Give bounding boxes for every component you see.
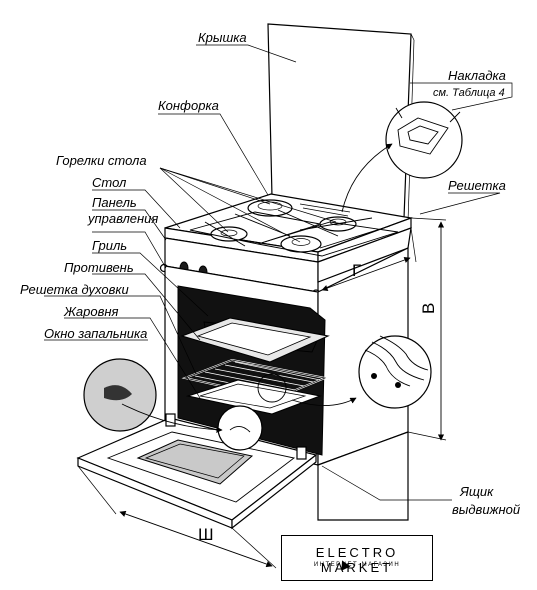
igniter-detail-circle <box>83 358 157 432</box>
overlay-arrow <box>341 143 393 213</box>
leader-lines <box>44 44 513 501</box>
label-burner: Конфорка <box>158 98 219 113</box>
depth-dimension: Г <box>321 227 417 292</box>
label-igniter-window: Окно запальника <box>44 326 147 341</box>
burner-grates <box>189 199 399 257</box>
label-table-burners: Горелки стола <box>56 153 147 168</box>
drawer <box>317 431 409 521</box>
label-overlay-line2: см. Таблица 4 <box>433 87 505 99</box>
logo-tagline: ИНТЕРНЕТ-МАГАЗИН <box>313 562 401 568</box>
igniter-mark <box>229 426 251 433</box>
label-grill: Гриль <box>92 238 127 253</box>
rack-detail-circle <box>257 373 287 403</box>
label-oven-rack: Решетка духовки <box>20 282 129 297</box>
overlay-detail-circle <box>385 101 463 179</box>
grid-arrow <box>291 397 357 406</box>
label-table: Стол <box>92 175 127 190</box>
label-roaster: Жаровня <box>63 304 119 319</box>
oven-door <box>76 413 318 530</box>
label-grid: Решетка <box>448 178 506 193</box>
logo-name: ELECTRO MARKET <box>315 545 399 575</box>
label-baking-sheet: Противень <box>64 260 134 275</box>
label-overlay-line1: Накладка <box>448 68 506 83</box>
label-drawer-line2: выдвижной <box>452 502 520 517</box>
grid-detail-circle <box>358 335 432 409</box>
width-label: Ш <box>198 525 214 544</box>
width-dimension: Ш <box>77 465 277 569</box>
label-drawer-line1: Ящик <box>459 484 494 499</box>
igniter-arrow <box>121 403 223 433</box>
height-label: В <box>419 303 438 314</box>
label-panel-line1: Панель <box>92 195 137 210</box>
depth-label: Г <box>352 261 361 280</box>
height-dimension: В <box>407 217 447 441</box>
igniter-small-circle <box>217 405 263 451</box>
electro-market-logo: ELECTRO MARKET ИНТЕРНЕТ-МАГАЗИН <box>281 535 433 581</box>
label-panel-line2: управления <box>87 211 158 226</box>
baking-sheet <box>180 317 330 363</box>
label-lid: Крышка <box>198 30 247 45</box>
